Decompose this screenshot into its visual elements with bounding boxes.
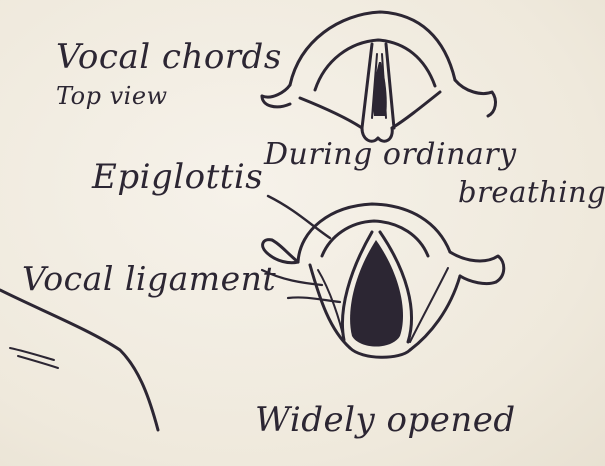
neck-curve xyxy=(0,290,158,430)
larynx-top-view-widely-opened xyxy=(0,196,504,430)
label-during-ordinary: During ordinary xyxy=(264,140,517,170)
label-widely-opened: Widely opened xyxy=(255,403,516,437)
label-breathing: breathing xyxy=(458,178,605,207)
left-lower-edge xyxy=(300,98,362,128)
label-vocal-chords: Vocal chords xyxy=(56,40,282,74)
right-wing-curl-2 xyxy=(460,276,496,284)
right-body-edge xyxy=(410,276,460,350)
epiglottis-leader-line xyxy=(268,196,330,238)
right-lower-edge xyxy=(392,92,440,128)
label-top-view: Top view xyxy=(56,84,168,108)
body-bottom xyxy=(350,348,410,357)
right-wing xyxy=(455,80,495,116)
left-wing xyxy=(262,85,290,97)
neck-fold-2 xyxy=(18,356,58,368)
left-vocal-cord-outer xyxy=(362,44,372,128)
label-epiglottis: Epiglottis xyxy=(92,160,263,194)
label-vocal-ligament: Vocal ligament xyxy=(22,262,276,295)
neck-fold-1 xyxy=(10,348,54,360)
right-vocal-cord-outer xyxy=(386,44,394,128)
